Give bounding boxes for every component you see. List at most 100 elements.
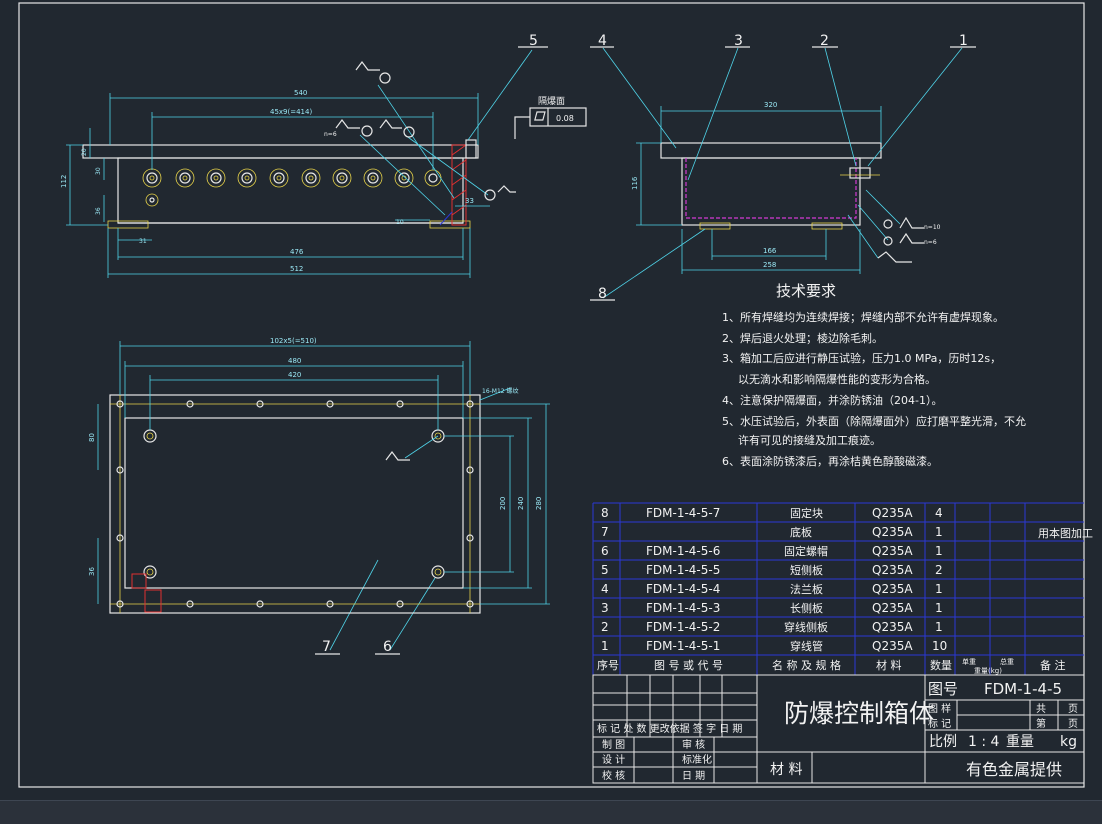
tech-line-5: 4、注意保护隔爆面，并涂防锈油（204-1）。 xyxy=(722,393,942,407)
tech-title: 技术要求 xyxy=(776,282,836,300)
table-cell-text: Q235A xyxy=(872,506,913,520)
header-note: 备 注 xyxy=(1040,658,1066,672)
drawing-svg: 540 45x9(=414) 476 512 112 20 30 36 31 3… xyxy=(18,2,1093,788)
sheet-unit-b: 页 xyxy=(1068,718,1078,730)
side-weld-n6: n=6 xyxy=(924,239,937,246)
table-cell-text: Q235A xyxy=(872,582,913,596)
plan-dim-480: 480 xyxy=(288,357,301,365)
front-weld-n6: n=6 xyxy=(324,131,337,138)
header-code: 图 号 或 代 号 xyxy=(654,659,723,672)
front-view[interactable]: 540 45x9(=414) 476 512 112 20 30 36 31 3… xyxy=(60,49,587,278)
table-cell-text: Q235A xyxy=(872,620,913,634)
mark-label: 标 记 xyxy=(928,718,951,730)
header-unit-weight: 单重 xyxy=(962,657,976,666)
header-total-weight: 总重 xyxy=(1000,657,1014,666)
front-dim-512: 512 xyxy=(290,265,303,273)
table-cell-text: 5 xyxy=(601,563,609,577)
table-cell-text: 6 xyxy=(601,544,609,558)
plan-hole-note: 16-M12 螺纹 xyxy=(482,387,519,395)
table-cell-text: 2 xyxy=(601,620,609,634)
balloon-5: 5 xyxy=(529,33,538,49)
front-cable-entries xyxy=(142,168,442,207)
drawing-frame xyxy=(18,2,1085,788)
tech-line-1: 1、所有焊缝均为连续焊接；焊缝内部不允许有虚焊现象。 xyxy=(722,310,1004,324)
front-foot-left xyxy=(107,220,149,229)
table-cell-text: 1 xyxy=(935,620,943,634)
side-flange xyxy=(660,142,882,159)
side-dimensions xyxy=(602,47,963,299)
table-cell-text: 4 xyxy=(601,582,609,596)
table-cell-text: 1 xyxy=(935,582,943,596)
flatness-value: 0.08 xyxy=(556,114,574,123)
tech-line-3: 3、箱加工后应进行静压试验，压力1.0 MPa，历时12s， xyxy=(722,351,1001,365)
tech-line-7: 许有可见的接缝及加工痕迹。 xyxy=(738,433,881,447)
header-weight-unit: 重量(kg) xyxy=(974,667,1002,675)
table-cell-text: Q235A xyxy=(872,525,913,539)
page-label: 第 xyxy=(1036,717,1046,730)
part-balloons xyxy=(315,46,976,655)
plan-view[interactable]: 102x5(=510) 480 420 16-M12 螺纹 200 240 28… xyxy=(88,337,550,614)
scale-value: 1 : 4 xyxy=(968,734,1000,750)
total-label: 共 xyxy=(1036,703,1046,715)
stage-label: 图 样 xyxy=(928,702,951,715)
header-name: 名 称 及 规 格 xyxy=(772,658,841,672)
tech-line-4: 以无滴水和影响隔爆性能的变形为合格。 xyxy=(738,372,936,386)
balloon-8: 8 xyxy=(598,286,607,302)
review-label: 审 核 xyxy=(682,738,705,751)
front-dim-30: 30 xyxy=(95,167,102,175)
table-cell-text: 长侧板 xyxy=(790,601,823,615)
front-dim-31: 31 xyxy=(139,238,147,245)
table-cell-text: 7 xyxy=(601,525,609,539)
side-dim-320: 320 xyxy=(764,101,777,109)
drawing-no: FDM-1-4-5 xyxy=(984,680,1062,698)
front-dimensions xyxy=(66,49,587,278)
plan-dim-36: 36 xyxy=(88,567,96,576)
table-cell-text: Q235A xyxy=(872,601,913,615)
table-cell-text: 固定螺帽 xyxy=(784,544,828,558)
table-cell-text: 法兰板 xyxy=(790,582,823,596)
plan-dim-80: 80 xyxy=(88,433,96,442)
check-label: 校 核 xyxy=(602,769,625,782)
table-cell-text: FDM-1-4-5-1 xyxy=(646,639,720,653)
flatness-label: 隔爆面 xyxy=(538,95,565,107)
table-cell-text: 短侧板 xyxy=(790,563,823,577)
scale-label: 比例 xyxy=(929,734,957,750)
side-dim-116: 116 xyxy=(631,176,639,190)
table-cell-text: Q235A xyxy=(872,639,913,653)
front-dim-36: 36 xyxy=(95,207,102,215)
material-value: 有色金属提供 xyxy=(966,760,1062,779)
plan-inner xyxy=(124,417,464,589)
side-hidden-inner xyxy=(685,158,857,219)
table-cell-text: 3 xyxy=(601,601,609,615)
drawing-no-label: 图号 xyxy=(928,680,958,698)
table-cell-text: 固定块 xyxy=(790,506,823,520)
side-view[interactable]: 320 116 166 258 n=10 n=6 xyxy=(602,47,963,299)
front-section-hatch xyxy=(439,139,477,226)
front-dim-pitch: 45x9(=414) xyxy=(270,108,312,116)
design-label: 设 计 xyxy=(602,753,625,766)
table-cell-text: FDM-1-4-5-5 xyxy=(646,563,720,577)
tech-line-2: 2、焊后退火处理；棱边除毛刺。 xyxy=(722,331,883,345)
balloon-4: 4 xyxy=(598,33,607,49)
plan-dim-280: 280 xyxy=(535,497,543,510)
drawing-title: 防爆控制箱体 xyxy=(784,699,934,728)
draw-label: 制 图 xyxy=(602,738,625,751)
table-cell-text: 底板 xyxy=(790,525,812,539)
side-body xyxy=(681,157,861,226)
front-dim-height: 112 xyxy=(60,175,68,188)
table-cell-text: 8 xyxy=(601,506,609,520)
front-flange xyxy=(82,144,479,159)
table-cell-text: 1 xyxy=(935,601,943,615)
table-cell-text: FDM-1-4-5-2 xyxy=(646,620,720,634)
side-dim-166: 166 xyxy=(763,247,777,255)
plan-dim-240: 240 xyxy=(517,497,525,510)
standard-label: 标准化 xyxy=(682,753,712,766)
plan-dim-420: 420 xyxy=(288,371,301,379)
header-no: 序号 xyxy=(597,658,619,672)
balloon-1: 1 xyxy=(959,33,968,49)
sheet-unit-a: 页 xyxy=(1068,703,1078,715)
table-cell-text: FDM-1-4-5-3 xyxy=(646,601,720,615)
table-cell-text: FDM-1-4-5-6 xyxy=(646,544,720,558)
technical-requirements: 技术要求 1、所有焊缝均为连续焊接；焊缝内部不允许有虚焊现象。 2、焊后退火处理… xyxy=(722,282,1026,468)
